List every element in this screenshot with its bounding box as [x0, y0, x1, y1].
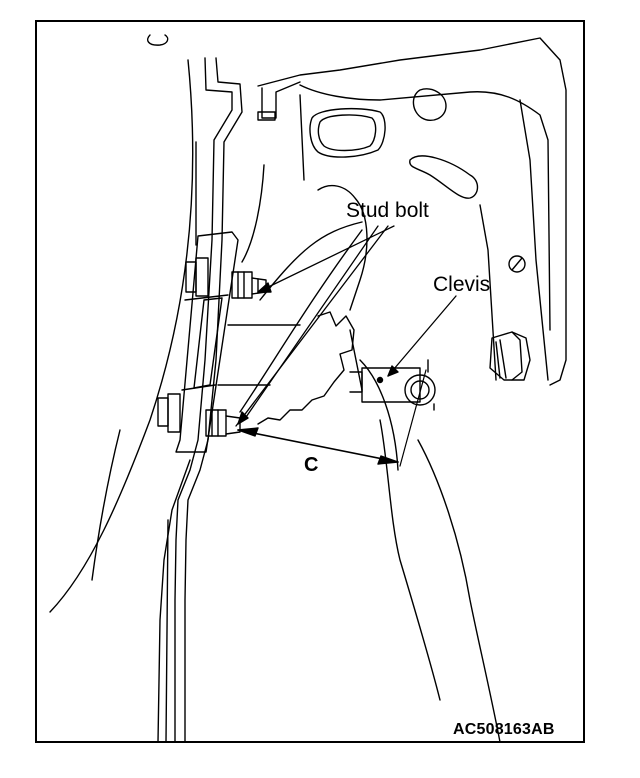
booster-lower [349, 329, 363, 391]
pedal-bracket-lower [241, 164, 265, 263]
firewall-wall-b [184, 57, 243, 743]
left-panel-curve [49, 59, 194, 613]
clevis-body [361, 367, 421, 403]
pedal-bracket-slot [309, 107, 386, 158]
firewall-wall-a [174, 57, 233, 743]
lower-bolt-head [157, 397, 169, 427]
upper-bolt-washer [195, 257, 209, 297]
clevis-pin-inner [410, 380, 430, 400]
pedal-arm-right [417, 439, 501, 743]
lower-bolt-stud [225, 415, 241, 435]
stud-arrow-1 [257, 282, 272, 293]
pedal-bracket-wall [299, 94, 497, 381]
pivot-hole [508, 255, 526, 273]
top-tab [257, 111, 276, 121]
stud-leader-2 [235, 225, 389, 427]
stud-leader-1 [257, 225, 395, 293]
lower-bolt-nut [205, 409, 227, 437]
clevis-leader [387, 295, 457, 377]
lower-bolt-washer [167, 393, 181, 433]
stopper-body [489, 331, 531, 381]
stopper-lines [495, 339, 507, 379]
dimension-arrow-left [237, 427, 259, 437]
mounting-bracket [175, 231, 239, 453]
booster-left-edge [259, 221, 363, 301]
pedal-bracket-curve [409, 155, 479, 199]
upper-bolt-thread [237, 271, 259, 299]
bracket-inner [193, 297, 223, 389]
pedal-arm [359, 359, 441, 701]
pedal-bracket-slot-inner [317, 114, 377, 152]
booster-body [317, 184, 368, 311]
booster-right-edge [239, 229, 363, 413]
pedal-bracket-front [261, 81, 301, 119]
stopper-cap [511, 331, 523, 381]
dimension-arrow-right [377, 455, 399, 465]
pedal-bracket-side [519, 99, 549, 381]
booster-mid-lines [217, 324, 301, 386]
clevis-arrow [387, 365, 399, 377]
bracket-rib [181, 294, 229, 391]
pedal-bracket-top [257, 37, 567, 386]
pedal-bracket-hole [412, 88, 447, 122]
figure-code: AC508163AB [453, 721, 555, 738]
dimension-line [237, 429, 399, 463]
clevis-pin-stem [427, 359, 435, 411]
dimension-extension [399, 369, 427, 467]
left-inner-curve [91, 429, 121, 581]
pedal-bracket-edge [299, 84, 551, 331]
clevis-pin [404, 374, 436, 406]
dimension-c-label: C [304, 454, 319, 476]
bellows [257, 311, 355, 425]
upper-bolt-nut [231, 271, 253, 299]
stud-arrow-2 [237, 411, 249, 425]
clevis-dot [376, 376, 384, 384]
lower-bolt-thread [211, 409, 219, 437]
firewall-wall-d [165, 519, 169, 743]
pivot-hole-slash [511, 257, 523, 271]
diagram-frame [35, 20, 585, 743]
top-hook [147, 34, 169, 46]
stud-bolt-label: Stud bolt [346, 199, 429, 222]
stud-leader-3 [243, 225, 379, 421]
clevis-label: Clevis [433, 273, 491, 296]
firewall-wall-c [157, 141, 197, 743]
